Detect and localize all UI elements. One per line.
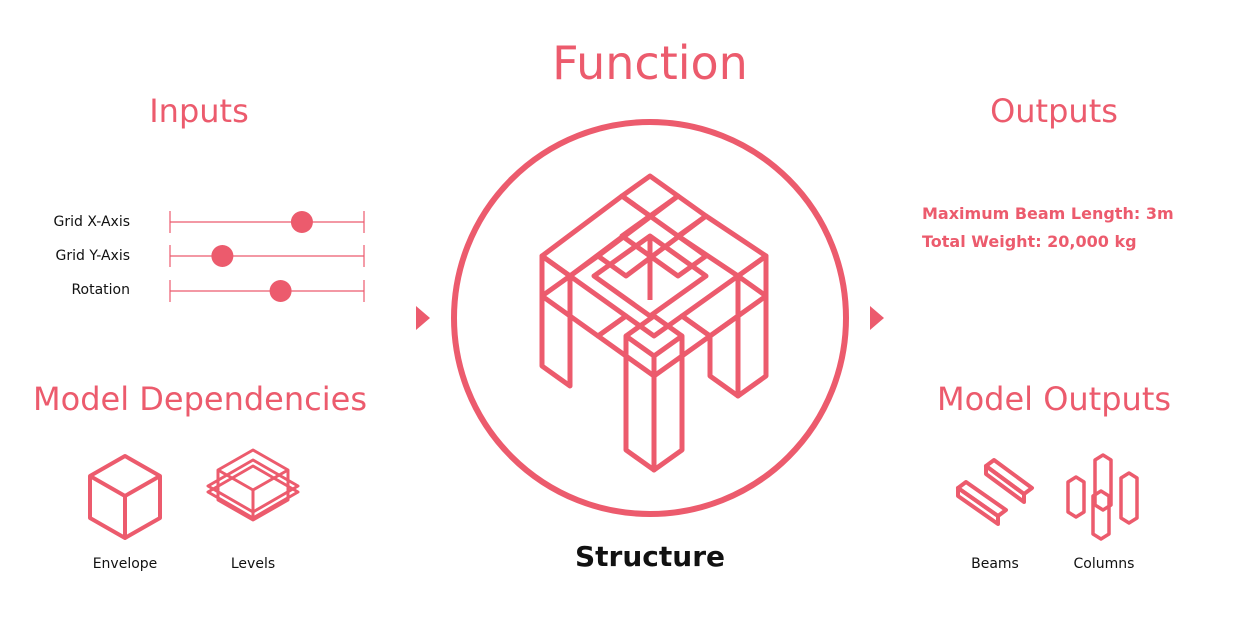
- function-circle: [451, 119, 849, 517]
- slider-label-grid-x: Grid X-Axis: [53, 214, 130, 230]
- function-title: Function: [552, 36, 748, 90]
- beams-icon: [956, 458, 1034, 526]
- columns-label: Columns: [1073, 556, 1135, 572]
- model-outputs-title: Model Outputs: [936, 380, 1172, 418]
- levels-label: Levels: [230, 556, 276, 572]
- slider-rotation[interactable]: [169, 280, 365, 302]
- arrow-right-icon: [870, 306, 884, 330]
- cube-icon: [88, 454, 162, 540]
- outputs-values: Maximum Beam Length: 3m Total Weight: 20…: [922, 200, 1174, 256]
- slider-grid-y[interactable]: [169, 245, 365, 267]
- envelope-label: Envelope: [92, 556, 158, 572]
- structure-label: Structure: [574, 540, 725, 573]
- beams-label: Beams: [971, 556, 1019, 572]
- outputs-title: Outputs: [990, 92, 1118, 130]
- slider-grid-x[interactable]: [169, 211, 365, 233]
- slider-label-rotation: Rotation: [71, 282, 130, 298]
- slider-thumb[interactable]: [290, 211, 313, 233]
- columns-icon: [1066, 453, 1139, 541]
- slider-thumb[interactable]: [269, 280, 292, 302]
- slider-label-grid-y: Grid Y-Axis: [55, 248, 130, 264]
- model-dependencies-title: Model Dependencies: [33, 380, 367, 418]
- arrow-right-icon: [416, 306, 430, 330]
- structure-icon: [539, 173, 769, 473]
- output-total-weight: Total Weight: 20,000 kg: [922, 232, 1137, 251]
- stacked-levels-icon: [206, 448, 300, 522]
- slider-thumb[interactable]: [211, 245, 234, 267]
- inputs-title: Inputs: [149, 92, 249, 130]
- output-max-beam-length: Maximum Beam Length: 3m: [922, 204, 1174, 223]
